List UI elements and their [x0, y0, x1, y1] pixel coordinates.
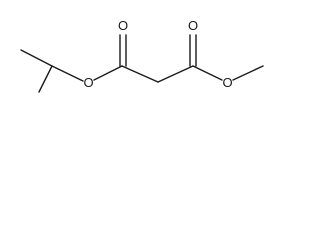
atom-label-carbonyl-oxygen-left: O — [118, 18, 128, 33]
skeletal-formula-diagram: O O O O — [20, 18, 264, 93]
bond-ester-oxygen-right-to-methyl — [232, 65, 264, 81]
bond-isopropyl-methyl-lower — [38, 65, 53, 93]
bond-isopropyl-methyl-upper — [20, 49, 53, 67]
bond-ch2-to-carbonyl-right — [157, 65, 194, 83]
atom-label-ester-oxygen-right: O — [222, 75, 232, 90]
bond-carbonyl-left-to-ch2 — [121, 65, 159, 83]
atom-label-ester-oxygen-left: O — [83, 75, 93, 90]
bond-ester-oxygen-left-to-carbonyl — [93, 65, 123, 81]
bond-isopropyl-ch-to-oxygen — [51, 65, 84, 82]
atom-label-carbonyl-oxygen-right: O — [188, 18, 198, 33]
bond-carbonyl-right-to-ester-oxygen — [192, 65, 223, 81]
